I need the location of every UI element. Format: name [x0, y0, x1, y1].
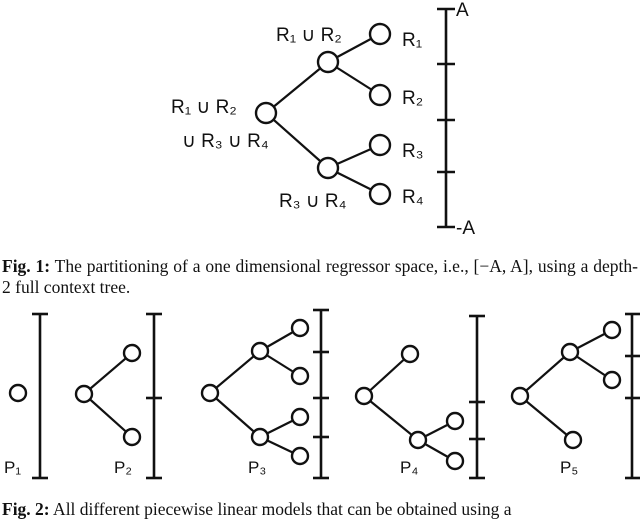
tree-node-bottom	[316, 156, 340, 180]
p3-node-top	[250, 341, 270, 361]
top-child-label: R₁ ∪ R₂	[276, 25, 342, 46]
p3-leaf-4	[290, 446, 310, 466]
p5-edge-root-bottom	[519, 395, 574, 441]
p4-edge-root-top	[363, 353, 411, 397]
p4-leaf-3	[445, 451, 465, 471]
leaf-label-r3: R₃	[402, 141, 423, 162]
p5-edge-root-top	[519, 351, 571, 397]
p5-leaf-1	[602, 320, 622, 340]
p3-leaf-1	[290, 318, 310, 338]
model-p1: P₁	[4, 312, 48, 480]
tree-leaf-r1	[368, 22, 392, 46]
p1-label: P₁	[4, 458, 21, 477]
p2-leaf-bottom	[122, 427, 142, 447]
edge-root-bottom	[265, 112, 329, 169]
p3-label: P₃	[248, 458, 266, 477]
p1-root-node	[8, 383, 28, 403]
p3-root-node	[200, 383, 220, 403]
leaf-label-r2: R₂	[402, 88, 423, 109]
model-p4: P₄	[354, 314, 485, 480]
tree-leaf-r3	[368, 133, 392, 157]
root-label-line2: ∪ R₃ ∪ R₄	[182, 131, 269, 152]
axis-label-top: A	[456, 0, 469, 21]
model-p5: P₅	[510, 312, 640, 480]
p4-root-node	[354, 386, 374, 406]
p4-leaf-top	[400, 344, 420, 364]
p5-root-node	[510, 386, 530, 406]
p3-edge-root-top	[209, 350, 261, 394]
p4-node-bottom	[408, 430, 428, 450]
model-p2: P₂	[74, 312, 162, 480]
tree-leaf-r2	[368, 83, 392, 107]
figure-2-caption: Fig. 2: All different piecewise linear m…	[2, 499, 638, 520]
p2-root-node	[74, 384, 94, 404]
leaf-label-r1: R₁	[402, 30, 422, 51]
axis-label-bottom: -A	[456, 218, 475, 239]
p5-leaf-2	[602, 370, 622, 390]
p3-leaf-2	[290, 366, 310, 386]
figure-2-caption-label: Fig. 2:	[2, 499, 50, 519]
p4-label: P₄	[400, 458, 418, 477]
tree-leaf-r4	[368, 182, 392, 206]
figure-2-caption-text: All different piecewise linear models th…	[49, 499, 512, 519]
figure-1-caption-text: The partitioning of a one dimensional re…	[2, 256, 638, 297]
p4-edge-root-bottom	[363, 395, 419, 441]
figure-1-tree	[254, 22, 392, 206]
p3-node-bottom	[250, 427, 270, 447]
tree-root-node	[254, 101, 278, 125]
p5-node-top	[560, 342, 580, 362]
figure-1-axis: A -A	[437, 0, 475, 239]
p5-label: P₅	[560, 458, 578, 477]
figure-1-caption-label: Fig. 1:	[2, 256, 51, 276]
p4-leaf-2	[445, 411, 465, 431]
edge-root-top	[265, 61, 329, 114]
p2-leaf-top	[122, 343, 142, 363]
p2-edge-bottom	[83, 393, 133, 438]
leaf-label-r4: R₄	[402, 187, 424, 208]
bottom-child-label: R₃ ∪ R₄	[279, 191, 347, 212]
figure-1-node-labels: R₁ ∪ R₂ ∪ R₃ ∪ R₄ R₁ ∪ R₂ R₃ ∪ R₄	[171, 25, 347, 212]
p5-leaf-bottom	[563, 430, 583, 450]
model-p3: P₃	[200, 308, 329, 480]
tree-node-top	[316, 50, 340, 74]
p3-leaf-3	[290, 407, 310, 427]
figure-1-leaf-labels: R₁ R₂ R₃ R₄	[402, 30, 424, 208]
p2-edge-top	[83, 352, 133, 395]
p2-label: P₂	[114, 458, 132, 477]
figure-1-caption: Fig. 1: The partitioning of a one dimens…	[2, 256, 638, 298]
p3-edge-root-bottom	[209, 392, 261, 438]
root-label-line1: R₁ ∪ R₂	[171, 97, 237, 118]
